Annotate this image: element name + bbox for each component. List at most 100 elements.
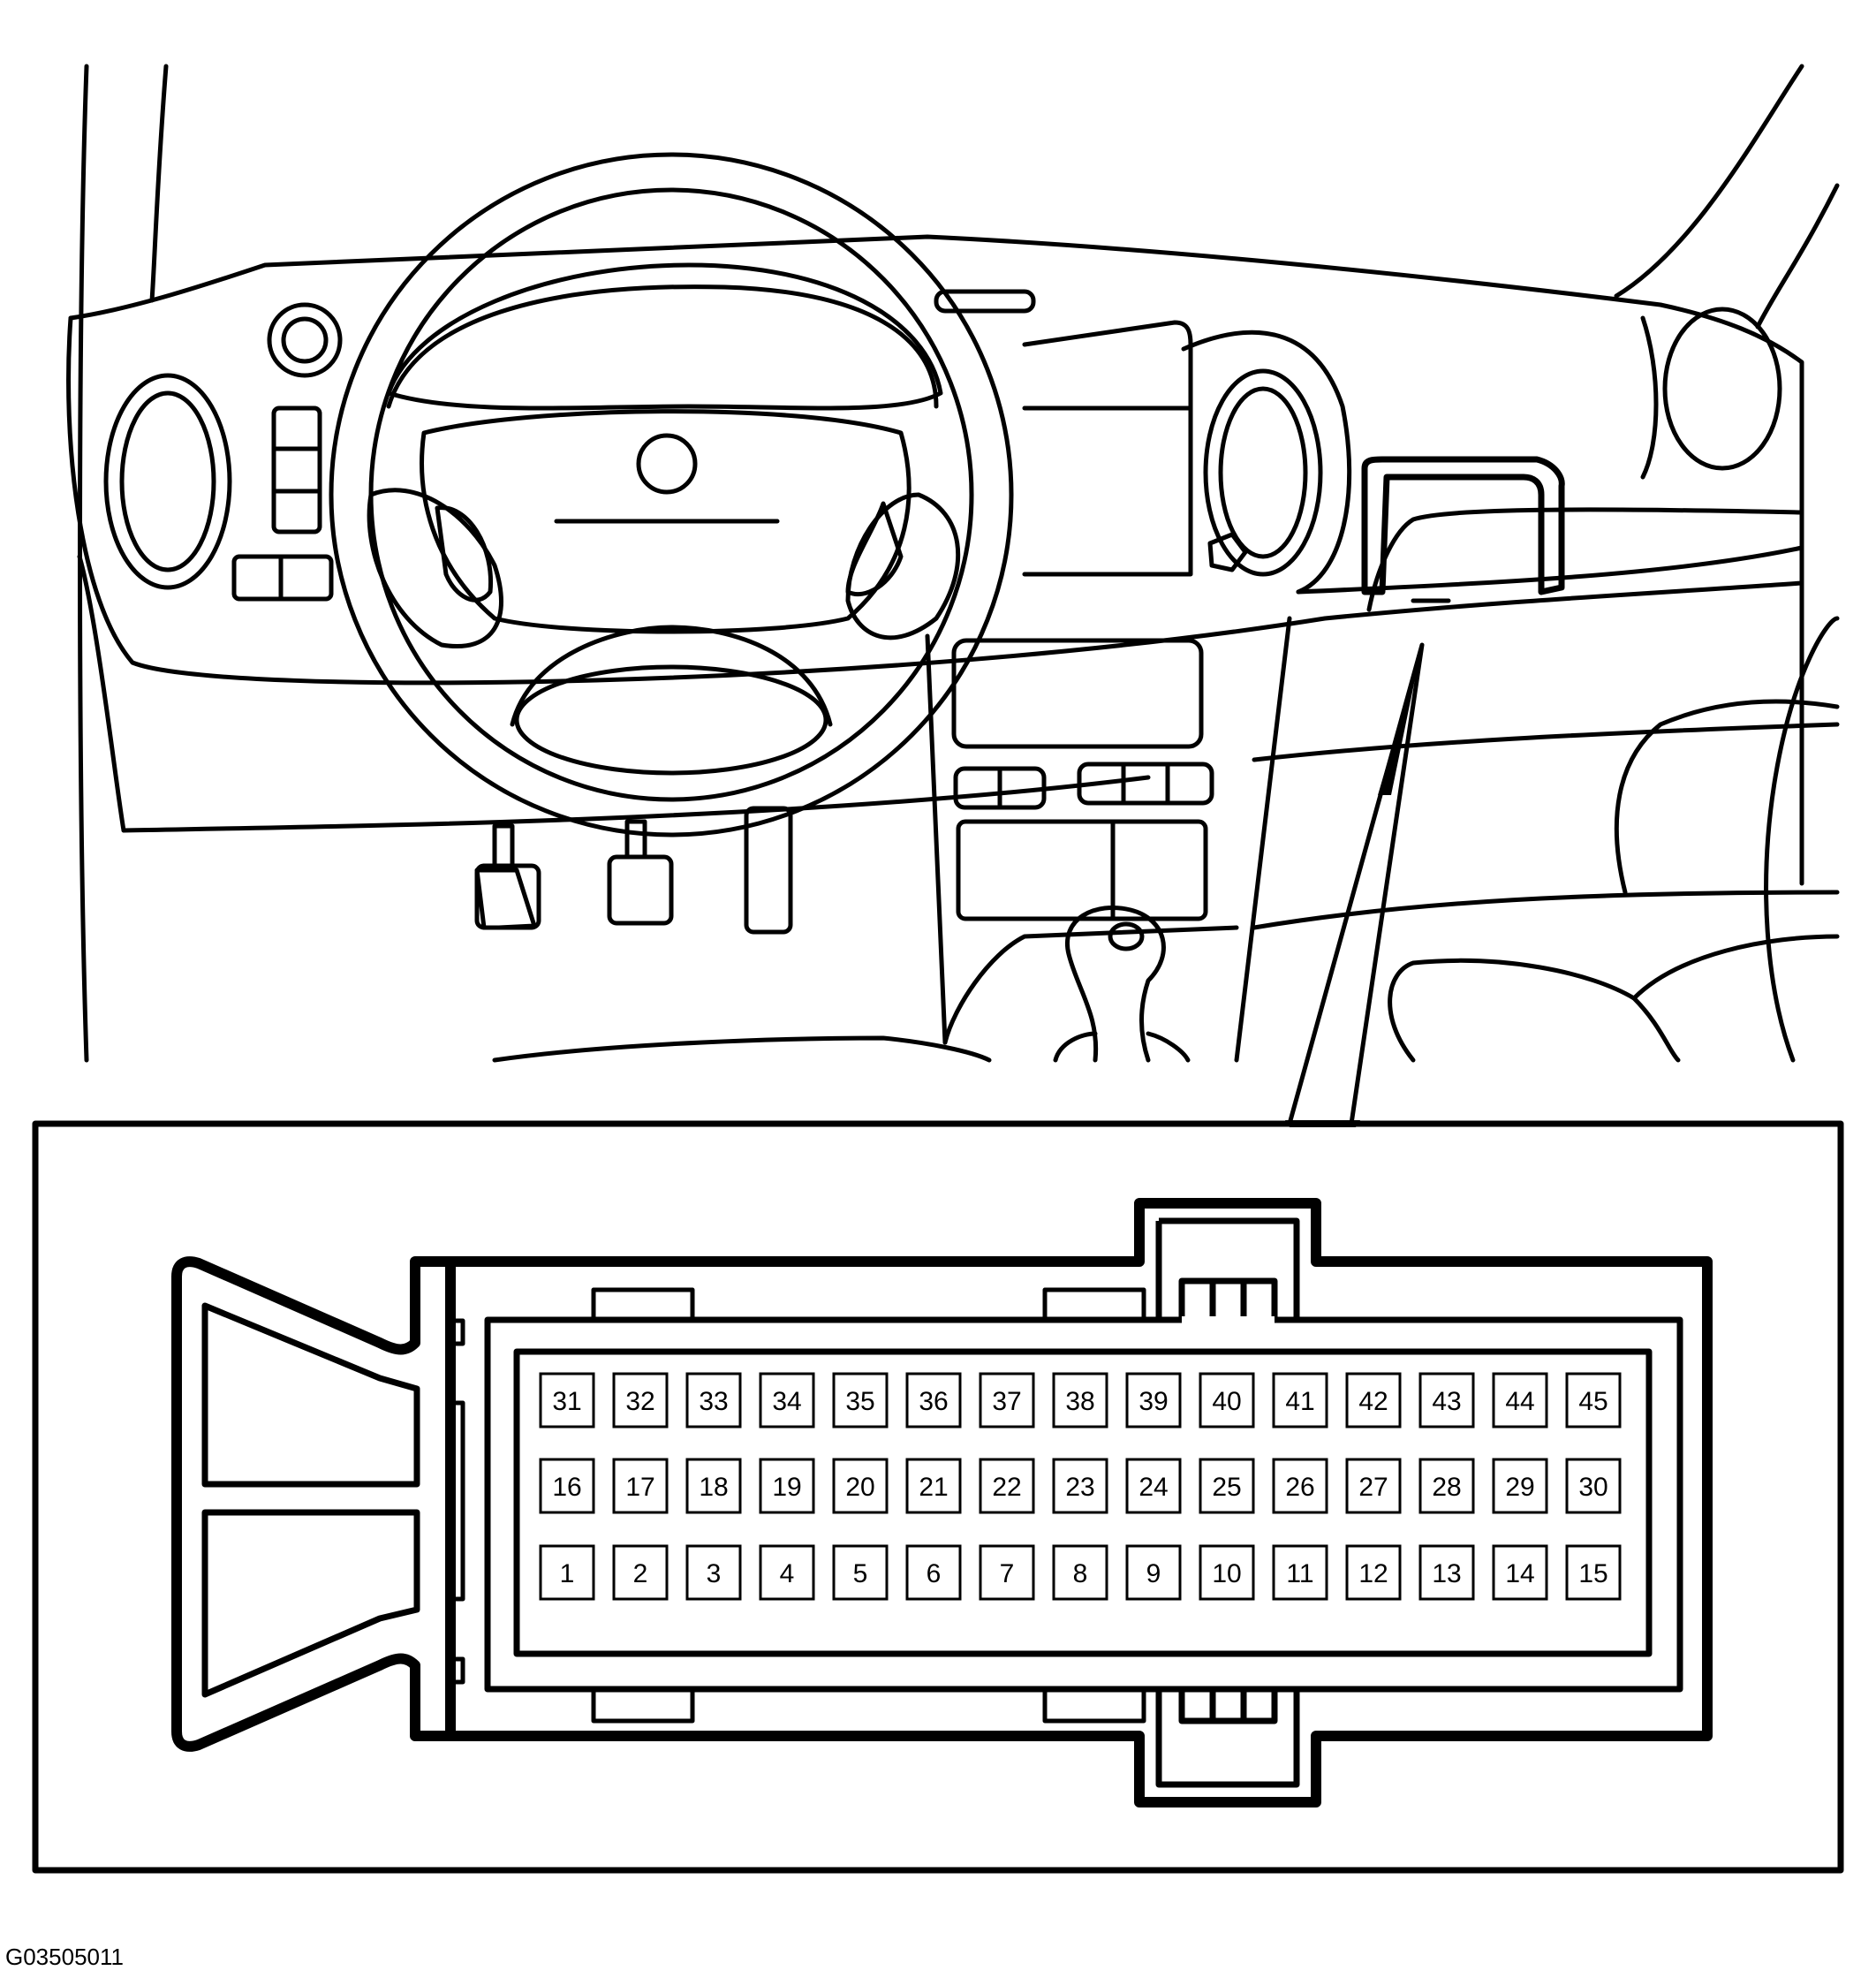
clutch-pedal-arm <box>492 823 515 868</box>
pin-cell: 17 <box>612 1458 669 1514</box>
pin-number: 3 <box>707 1559 722 1588</box>
left-air-vent <box>103 373 232 590</box>
pin-cell-box <box>1345 1544 1402 1601</box>
pin-number: 42 <box>1358 1387 1388 1416</box>
steering-wheel-top-opening <box>386 262 943 411</box>
pin-number: 40 <box>1212 1387 1241 1416</box>
tunnel-line <box>942 925 1239 1045</box>
pin-cell-box <box>905 1458 962 1514</box>
pin-cell: 11 <box>1272 1544 1328 1601</box>
center-console-top <box>1022 320 1193 577</box>
right-seat-back <box>1631 934 1840 1001</box>
pin-cell: 21 <box>905 1458 962 1514</box>
pin-cell: 30 <box>1565 1458 1622 1514</box>
pin-number: 32 <box>625 1387 654 1416</box>
pin-cell: 28 <box>1418 1458 1475 1514</box>
pin-cell-box <box>1052 1458 1108 1514</box>
pin-number: 44 <box>1505 1387 1534 1416</box>
pin-cell-box <box>612 1372 669 1429</box>
right-door-armrest <box>1764 616 1840 1063</box>
pin-cell-box <box>1418 1544 1475 1601</box>
pin-number: 25 <box>1212 1473 1241 1502</box>
connector-left-latch-inner-bottom <box>201 1509 420 1698</box>
pin-number: 27 <box>1358 1473 1388 1502</box>
pin-cell: 25 <box>1199 1458 1255 1514</box>
pin-cell-box <box>832 1458 889 1514</box>
pin-number: 8 <box>1073 1559 1088 1588</box>
pin-cell-box <box>1272 1544 1328 1601</box>
pin-field <box>513 1348 1653 1657</box>
pin-number: 13 <box>1432 1559 1461 1588</box>
pin-cell-box <box>905 1544 962 1601</box>
radio-slot <box>934 289 1036 314</box>
pin-cell: 10 <box>1199 1544 1255 1601</box>
pin-cell: 20 <box>832 1458 889 1514</box>
pin-number: 21 <box>919 1473 948 1502</box>
pin-number: 31 <box>552 1387 581 1416</box>
callout-leader-fill <box>1378 645 1422 795</box>
pin-cell: 19 <box>759 1458 815 1514</box>
connector-left-latch-inner-top <box>201 1302 420 1488</box>
pin-cell-box <box>1125 1458 1182 1514</box>
pin-cell: 16 <box>539 1458 595 1514</box>
brake-pedal-pad <box>607 854 674 926</box>
pin-cell: 24 <box>1125 1458 1182 1514</box>
pin-number: 14 <box>1505 1559 1534 1588</box>
pin-cell-box <box>1125 1372 1182 1429</box>
pin-cell-box <box>1272 1458 1328 1514</box>
steering-wheel-bottom-opening <box>514 664 828 776</box>
steering-wheel-left-spoke <box>367 488 503 648</box>
pin-cell: 44 <box>1492 1372 1548 1429</box>
dashboard-illustration <box>66 64 1840 1126</box>
pin-cell: 38 <box>1052 1372 1108 1429</box>
left-air-vent-inner <box>119 390 216 572</box>
climate-buttons-right <box>1077 762 1214 806</box>
pin-cell-box <box>685 1458 742 1514</box>
pin-cell: 13 <box>1418 1544 1475 1601</box>
pin-number: 1 <box>560 1559 575 1588</box>
pin-cell-box <box>685 1544 742 1601</box>
connector-bottom-key <box>1155 1679 1300 1788</box>
pin-cell: 31 <box>539 1372 595 1429</box>
headlight-knob <box>267 302 343 378</box>
clutch-pedal-pad <box>474 863 541 930</box>
pin-number: 9 <box>1146 1559 1161 1588</box>
storage-compartment <box>956 819 1208 921</box>
pin-cell: 27 <box>1345 1458 1402 1514</box>
accelerator-pedal <box>744 806 793 935</box>
pin-number: 43 <box>1432 1387 1461 1416</box>
instrument-cluster-hood <box>386 284 939 409</box>
pin-number: 19 <box>772 1473 801 1502</box>
pin-number: 6 <box>927 1559 942 1588</box>
pin-number: 15 <box>1578 1559 1607 1588</box>
pin-cell-box <box>612 1458 669 1514</box>
headlight-knob-center <box>281 316 329 364</box>
pin-cell: 1 <box>539 1544 595 1601</box>
pin-cell: 3 <box>685 1544 742 1601</box>
pin-cell: 23 <box>1052 1458 1108 1514</box>
pin-cell-box <box>759 1544 815 1601</box>
steering-wheel-emblem <box>636 433 698 495</box>
right-air-vent <box>1662 307 1782 471</box>
pin-number: 39 <box>1138 1387 1168 1416</box>
pin-cell: 42 <box>1345 1372 1402 1429</box>
right-dash-end <box>1640 315 1659 480</box>
pin-cell-box <box>1492 1372 1548 1429</box>
pin-number: 35 <box>845 1387 874 1416</box>
dash-lower-edge <box>66 315 1804 686</box>
connector-body <box>445 1198 1713 1807</box>
pin-cell: 33 <box>685 1372 742 1429</box>
pin-cell: 2 <box>612 1544 669 1601</box>
pin-number: 37 <box>992 1387 1021 1416</box>
pin-number: 26 <box>1285 1473 1314 1502</box>
pin-number: 38 <box>1065 1387 1094 1416</box>
steering-wheel-right-spoke <box>845 492 961 640</box>
pin-cell: 39 <box>1125 1372 1182 1429</box>
pin-cell: 37 <box>979 1372 1035 1429</box>
pin-cell-box <box>612 1544 669 1601</box>
pin-cell-box <box>979 1544 1035 1601</box>
center-vent-surround <box>1181 330 1352 595</box>
pin-number: 36 <box>919 1387 948 1416</box>
left-a-pillar-inner <box>149 64 169 303</box>
